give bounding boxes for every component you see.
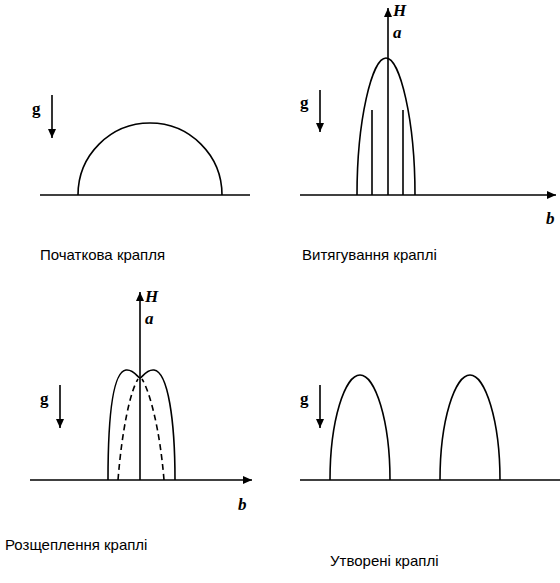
gravity-symbol: g <box>40 390 49 407</box>
b-axis <box>30 479 252 481</box>
formed-drop <box>330 375 390 480</box>
gravity-arrow <box>319 385 321 428</box>
inner-line <box>371 110 373 195</box>
gravity-symbol: g <box>300 94 309 111</box>
surface-line <box>40 194 250 196</box>
axis-label: a <box>145 310 154 327</box>
h-axis <box>139 292 141 480</box>
surface-line <box>300 479 560 481</box>
gravity-arrow <box>319 90 321 132</box>
stage-caption: Витягування краплі <box>302 246 437 264</box>
split-boundary <box>118 379 138 480</box>
stage-caption: Розщеплення краплі <box>5 536 147 554</box>
gravity-arrow <box>51 95 53 138</box>
axis-label: b <box>238 496 247 513</box>
axis-label: H <box>145 288 158 305</box>
formed-drop <box>440 375 500 480</box>
h-axis <box>387 8 389 195</box>
gravity-symbol: g <box>32 100 41 117</box>
split-boundary <box>142 379 164 480</box>
axis-label: b <box>546 210 555 227</box>
b-axis <box>300 194 556 196</box>
inner-line <box>402 110 404 195</box>
stage-caption: Початкова крапля <box>40 246 165 264</box>
gravity-arrow <box>59 385 61 428</box>
splitting-drop <box>108 370 175 480</box>
stage-caption: Утворені краплі <box>330 552 438 570</box>
axis-label: H <box>393 2 406 19</box>
initial-drop <box>78 123 222 195</box>
stretched-drop <box>357 58 415 195</box>
gravity-symbol: g <box>300 390 309 407</box>
axis-label: a <box>393 24 402 41</box>
